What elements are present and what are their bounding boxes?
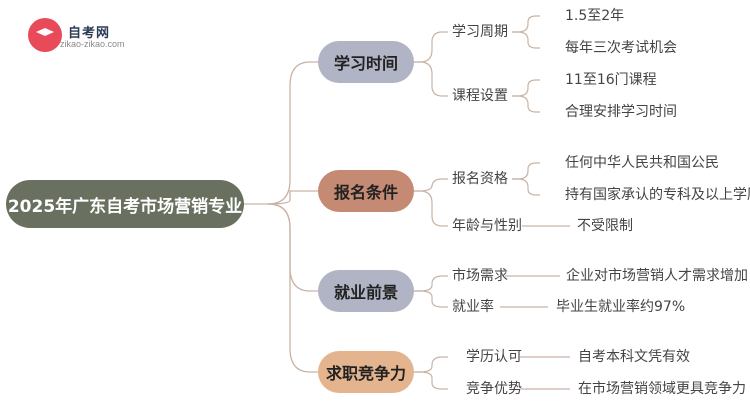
leaf-node: 11至16门课程	[565, 72, 657, 88]
root-node: 2025年广东自考市场营销专业	[6, 180, 244, 228]
leaf-node: 持有国家承认的专科及以上学历	[565, 187, 750, 203]
leaf-node: 在市场营销领域更具竞争力	[578, 381, 746, 397]
leaf-node: 自考本科文凭有效	[578, 349, 690, 365]
cap-shape	[36, 28, 54, 36]
leaf-node: 企业对市场营销人才需求增加	[566, 268, 748, 284]
leaf-node: 合理安排学习时间	[565, 104, 677, 120]
leaf-node: 不受限制	[577, 218, 633, 234]
site-logo[interactable]: 自考网 zikao-zikao.com	[16, 12, 166, 52]
leaf-node: 任何中华人民共和国公民	[565, 155, 719, 171]
sub-node-age-gender: 年龄与性别	[452, 218, 522, 234]
sub-node-course-setup: 课程设置	[452, 88, 508, 104]
category-branches	[414, 31, 448, 390]
sub-node-market-demand: 市场需求	[452, 268, 508, 284]
root-branches	[244, 61, 318, 373]
sub-node-degree-recognition: 学历认可	[466, 349, 522, 365]
leaf-node: 每年三次考试机会	[565, 40, 677, 56]
category-node-study-time: 学习时间	[318, 41, 414, 83]
leaf-node: 毕业生就业率约97%	[556, 299, 686, 315]
sub-node-employment-rate: 就业率	[452, 299, 494, 315]
category-node-competitiveness: 求职竞争力	[318, 351, 414, 393]
sub-node-study-period: 学习周期	[452, 24, 508, 40]
category-node-requirements: 报名条件	[318, 170, 414, 212]
category-node-career: 就业前景	[318, 270, 414, 312]
sub-node-advantage: 竞争优势	[466, 381, 522, 397]
leaf-node: 1.5至2年	[565, 8, 625, 24]
logo-title: 自考网	[68, 26, 111, 41]
logo-subtitle: zikao-zikao.com	[60, 39, 125, 49]
sub-node-eligibility: 报名资格	[452, 171, 508, 187]
sub-branches	[500, 15, 570, 390]
